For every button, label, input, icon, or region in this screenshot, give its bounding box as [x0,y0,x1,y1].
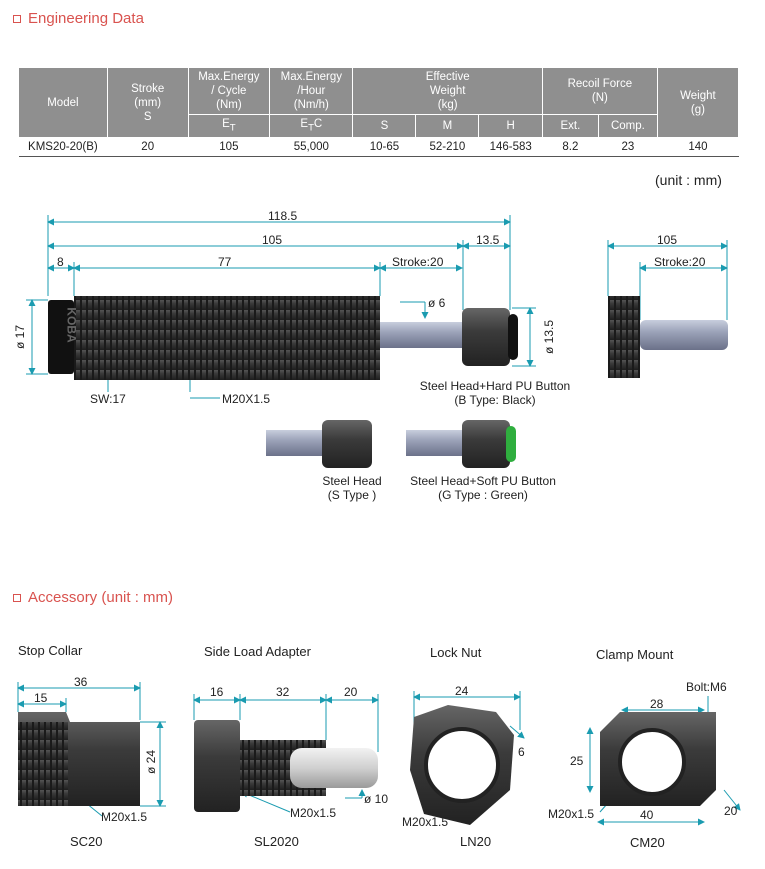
label-thread: M20X1.5 [222,392,271,406]
engineering-data-table: Model Stroke (mm) S Max.Energy / Cycle (… [18,66,740,158]
sla-dim-head: 16 [210,685,224,699]
col-energy-hour-symbol: ETC [269,113,354,139]
stop-collar-dim-total: 36 [74,675,88,689]
col-effective-weight: Effective Weight (kg) [352,67,543,115]
clamp-mount-thread: M20x1.5 [548,807,595,821]
clamp-mount-code: CM20 [630,835,665,850]
stop-collar-dim-diameter: ø 24 [144,749,159,775]
shock-absorber-drawing [48,296,728,468]
dim-head-diameter: ø 13.5 [542,319,557,355]
dim-rod-diameter: ø 6 [428,296,446,310]
col-eff-m: M [415,113,480,139]
sla-pin-diameter: ø 10 [364,792,389,806]
lock-nut-dim-thickness: 6 [518,745,525,759]
sla-thread: M20x1.5 [290,806,337,820]
label-sw: SW:17 [90,392,126,406]
col-eff-s: S [352,113,417,139]
side-load-adapter-title: Side Load Adapter [204,644,311,659]
accessory-drawings [18,705,716,825]
dim-total-length: 118.5 [268,209,298,223]
dim-left-length: 8 [57,255,64,269]
col-energy-hour: Max.Energy /Hour (Nm/h) [269,67,354,115]
side-dim-stroke: Stroke:20 [654,255,706,269]
label-g-type: Steel Head+Soft PU Button (G Type : Gree… [410,474,556,502]
col-energy-cycle: Max.Energy / Cycle (Nm) [187,67,271,115]
clamp-mount-dim-25: 25 [570,754,584,768]
clamp-mount-bolt: Bolt:M6 [686,680,727,694]
col-model: Model [18,66,108,139]
unit-note: (unit : mm) [655,172,722,188]
clamp-mount-title: Clamp Mount [596,647,674,662]
sla-dim-body: 32 [276,685,290,699]
lock-nut-code: LN20 [460,834,492,849]
side-load-adapter-code: SL2020 [254,834,299,849]
stop-collar-code: SC20 [70,834,103,849]
bullet-square-icon [13,593,21,602]
col-eff-h: H [478,113,543,139]
clamp-mount-dim-20: 20 [724,804,738,818]
lock-nut-title: Lock Nut [430,645,482,660]
label-s-type: Steel Head (S Type ) [322,474,382,502]
col-recoil-ext: Ext. [541,113,599,139]
side-dim-length: 105 [657,233,678,247]
stop-collar-title: Stop Collar [18,643,83,658]
lock-nut-thread: M20x1.5 [402,815,449,829]
col-weight: Weight (g) [656,66,740,139]
dim-body-diameter: ø 17 [13,324,28,350]
accessory-title: Accessory (unit : mm) [13,589,173,606]
col-recoil-comp: Comp. [597,113,658,139]
stop-collar-thread: M20x1.5 [101,810,148,824]
label-b-type: Steel Head+Hard PU Button (B Type: Black… [419,379,571,407]
col-recoil-force: Recoil Force (N) [541,67,658,115]
stop-collar-dim-head: 15 [34,691,48,705]
dim-stroke: Stroke:20 [392,255,444,269]
col-stroke: Stroke (mm) S [106,66,189,139]
dim-tip-length: 13.5 [476,233,500,247]
koba-logo: KOBA [64,307,79,343]
clamp-mount-dim-40: 40 [640,808,654,822]
lock-nut-dim-width: 24 [455,684,469,698]
table-row: KMS20-20(B) 20 105 55,000 10-65 52-210 1… [18,137,739,158]
clamp-mount-dim-28: 28 [650,697,664,711]
sla-dim-pin: 20 [344,685,358,699]
engineering-data-title: Engineering Data [13,10,144,27]
dim-body-length: 105 [262,233,283,247]
bullet-square-icon [13,14,21,23]
dim-thread-length: 77 [218,255,232,269]
